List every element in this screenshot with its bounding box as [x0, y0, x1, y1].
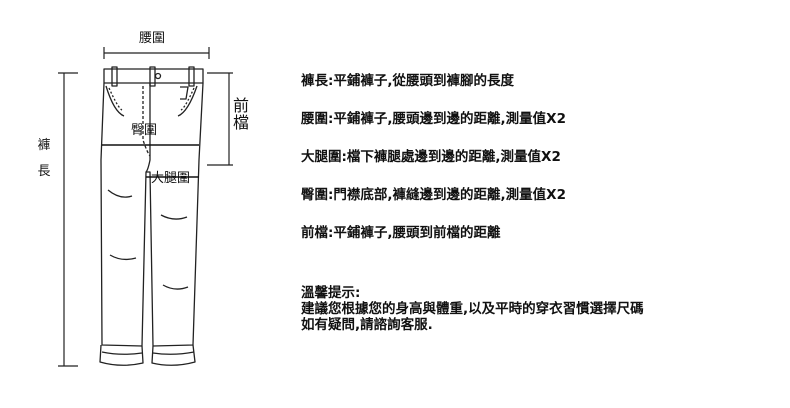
waist-label: 腰圍: [139, 31, 166, 46]
definition-term: 臀圍: [301, 187, 328, 203]
length-label: 褲長: [37, 138, 51, 179]
definition-text: 平鋪褲子,腰頭到前檔的距離: [333, 225, 501, 241]
thigh-label: 大腿圍: [151, 171, 191, 186]
pants-outline: [99, 66, 204, 366]
definition-front-rise: 前檔:平鋪褲子,腰頭到前檔的距離: [301, 225, 501, 241]
definition-thigh: 大腿圍:檔下褲腿處邊到邊的距離,測量值X2: [301, 149, 561, 165]
front-rise-label: 前檔: [232, 96, 249, 132]
tips-line: 建議您根據您的身高與體重,以及平時的穿衣習慣選擇尺碼: [301, 301, 644, 317]
tips-section: 溫馨提示: 建議您根據您的身高與體重,以及平時的穿衣習慣選擇尺碼 如有疑問,請諮…: [301, 285, 771, 333]
definition-text: 檔下褲腿處邊到邊的距離,測量值X2: [346, 149, 561, 165]
hip-label: 臀圍: [131, 123, 158, 138]
definition-term: 大腿圍: [301, 149, 342, 165]
front-rise-dimension-line: [207, 72, 233, 166]
waist-dimension-line: [103, 47, 210, 59]
definition-term: 腰圍: [301, 111, 328, 127]
definition-term: 褲長: [301, 73, 328, 89]
definition-text: 平鋪褲子,從腰頭到褲腳的長度: [333, 73, 515, 89]
length-dimension-line: [58, 72, 78, 367]
definition-hip: 臀圍:門襟底部,褲縫邊到邊的距離,測量值X2: [301, 187, 566, 203]
definition-term: 前檔: [301, 225, 328, 241]
definition-text: 平鋪褲子,腰頭邊到邊的距離,測量值X2: [333, 111, 566, 127]
pants-illustration: [58, 47, 233, 367]
measurement-definitions: 褲長:平鋪褲子,從腰頭到褲腳的長度 腰圍:平鋪褲子,腰頭邊到邊的距離,測量值X2…: [301, 72, 771, 242]
definition-length: 褲長:平鋪褲子,從腰頭到褲腳的長度: [301, 73, 515, 89]
pants-diagram: 腰圍 臀圍 大腿圍 褲長 前檔: [0, 0, 290, 408]
tips-line: 如有疑問,請諮詢客服.: [301, 317, 433, 333]
tips-title: 溫馨提示:: [301, 285, 361, 301]
definition-waist: 腰圍:平鋪褲子,腰頭邊到邊的距離,測量值X2: [301, 111, 566, 127]
definition-text: 門襟底部,褲縫邊到邊的距離,測量值X2: [333, 187, 566, 203]
